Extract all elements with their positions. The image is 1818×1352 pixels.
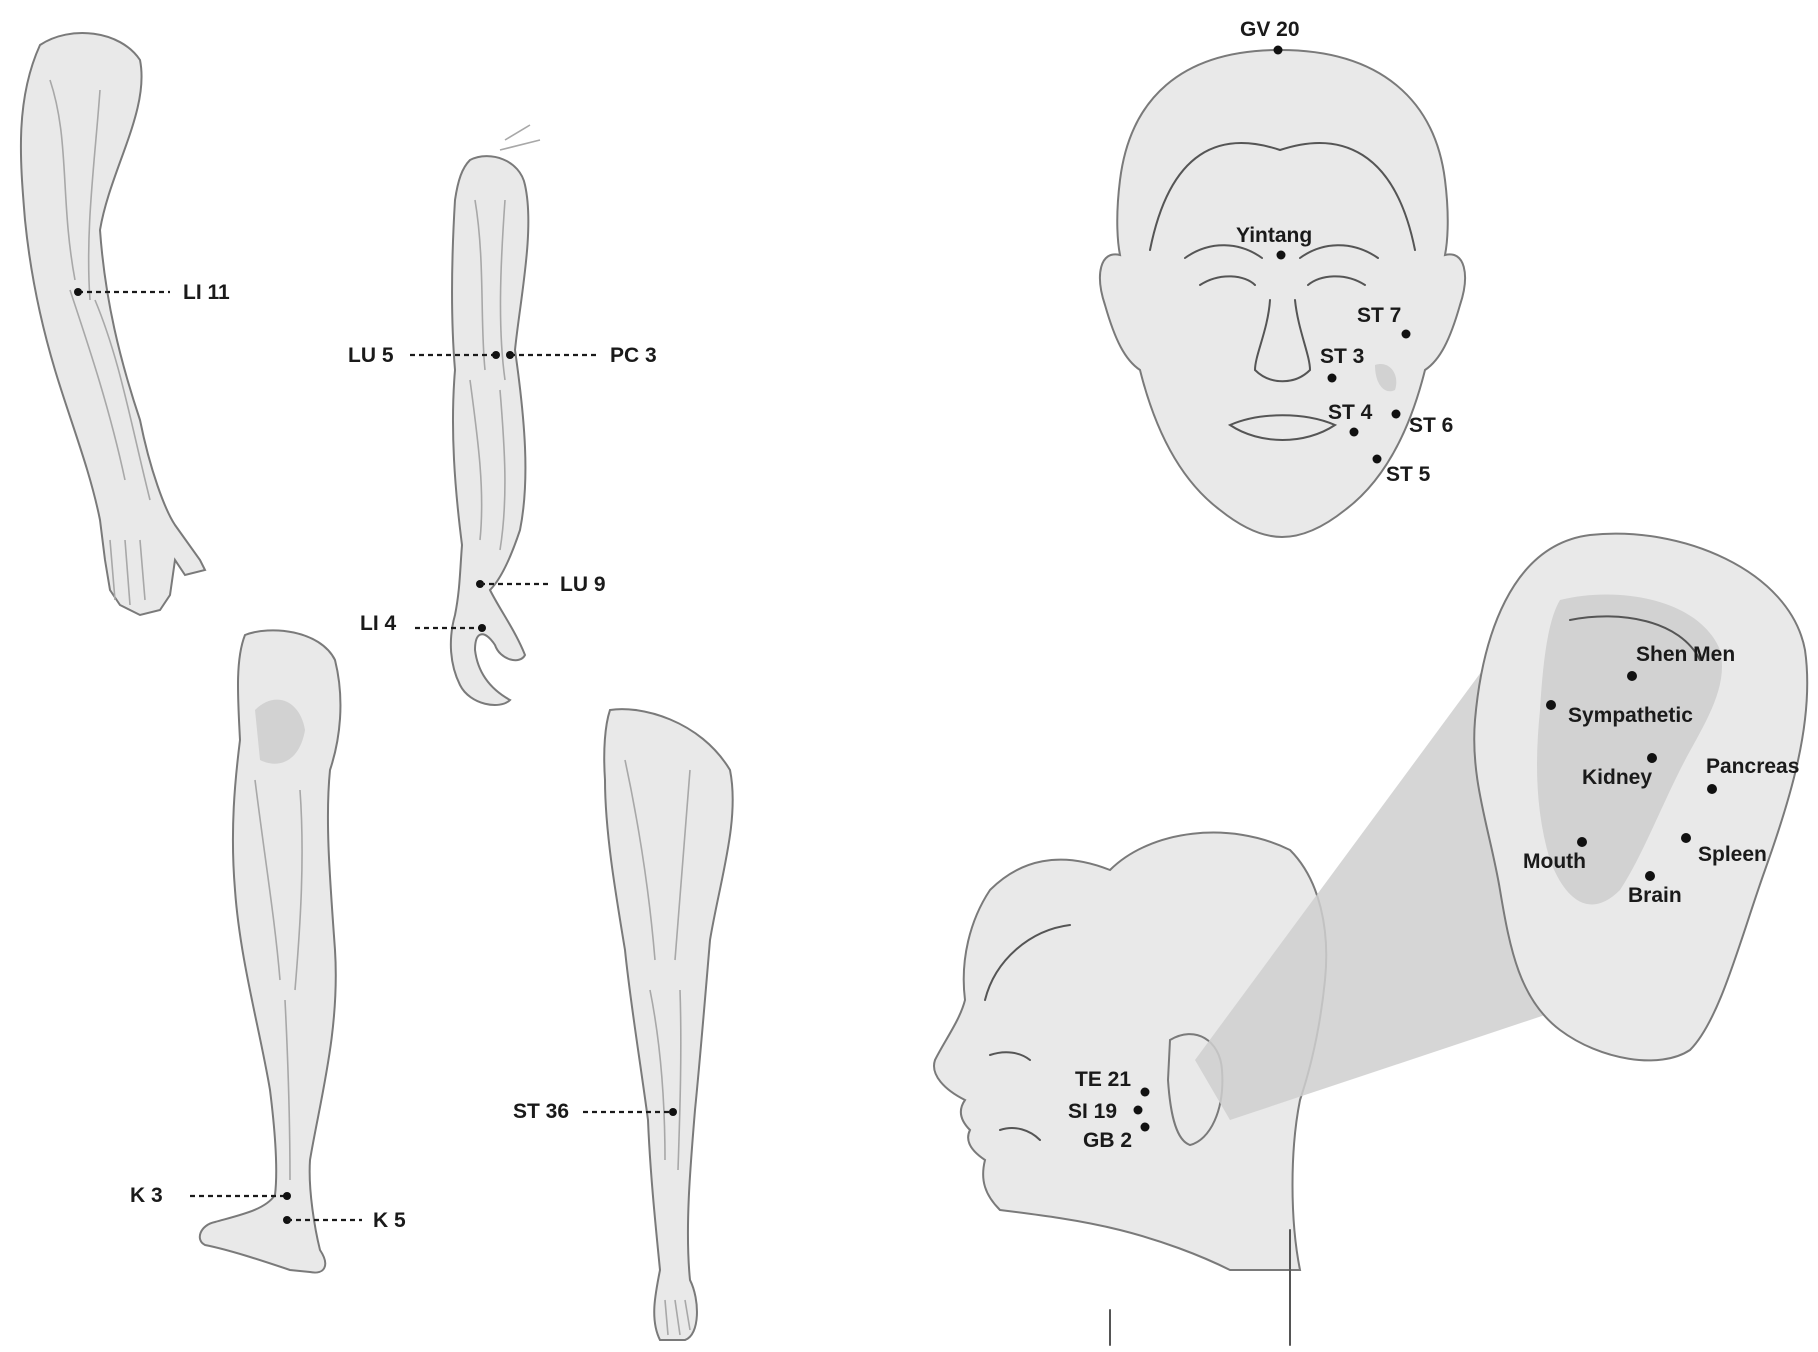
point-label-pancreas: Pancreas xyxy=(1706,755,1799,778)
acupoint-marker xyxy=(1350,428,1359,437)
acupoint-marker xyxy=(478,624,486,632)
acupoint-marker xyxy=(283,1192,291,1200)
acupoint-marker xyxy=(492,351,500,359)
point-label-st36: ST 36 xyxy=(513,1100,569,1123)
acupoint-marker xyxy=(1681,833,1691,843)
point-label-brain: Brain xyxy=(1628,884,1682,907)
point-label-st7: ST 7 xyxy=(1357,304,1401,327)
point-label-st3: ST 3 xyxy=(1320,345,1364,368)
point-label-mouth: Mouth xyxy=(1523,850,1586,873)
point-label-li11: LI 11 xyxy=(183,281,230,304)
point-label-pc3: PC 3 xyxy=(610,344,657,367)
point-label-spleen: Spleen xyxy=(1698,843,1767,866)
point-label-st6: ST 6 xyxy=(1409,414,1453,437)
point-label-st4: ST 4 xyxy=(1328,401,1373,424)
point-label-st5: ST 5 xyxy=(1386,463,1431,486)
ear-enlarged-illustration xyxy=(1474,534,1807,1061)
acupoint-marker xyxy=(1134,1106,1143,1115)
acupoint-marker xyxy=(1373,455,1382,464)
leg-right-illustration xyxy=(604,709,732,1340)
point-label-shen-men: Shen Men xyxy=(1636,643,1735,666)
acupoint-marker xyxy=(1577,837,1587,847)
point-label-lu5: LU 5 xyxy=(348,344,394,367)
leg-left-illustration xyxy=(200,630,341,1272)
acupoint-marker xyxy=(1274,46,1283,55)
point-label-li4: LI 4 xyxy=(360,612,396,635)
point-label-si19: SI 19 xyxy=(1068,1100,1117,1123)
acupoint-marker xyxy=(1141,1088,1150,1097)
acupoint-marker xyxy=(1647,753,1657,763)
acupoint-marker xyxy=(1328,374,1337,383)
point-label-yintang: Yintang xyxy=(1236,224,1312,247)
point-label-kidney: Kidney xyxy=(1582,766,1652,789)
acupoint-marker xyxy=(1402,330,1411,339)
acupoint-marker xyxy=(1277,251,1286,260)
acupoint-marker xyxy=(669,1108,677,1116)
point-label-sympathetic: Sympathetic xyxy=(1568,704,1693,727)
acupoint-marker xyxy=(1707,784,1717,794)
point-label-gb2: GB 2 xyxy=(1083,1129,1132,1152)
acupoint-marker xyxy=(74,288,82,296)
point-label-k3: K 3 xyxy=(130,1184,163,1207)
arm-left-illustration xyxy=(21,33,205,615)
point-label-te21: TE 21 xyxy=(1075,1068,1131,1091)
point-label-lu9: LU 9 xyxy=(560,573,606,596)
acupoint-marker xyxy=(1141,1123,1150,1132)
point-label-gv20: GV 20 xyxy=(1240,18,1300,41)
acupoint-marker xyxy=(1627,671,1637,681)
arm-right-illustration xyxy=(451,125,540,705)
acupoint-marker xyxy=(1392,410,1401,419)
point-label-k5: K 5 xyxy=(373,1209,406,1232)
acupoint-marker xyxy=(1645,871,1655,881)
acupoint-marker xyxy=(1546,700,1556,710)
